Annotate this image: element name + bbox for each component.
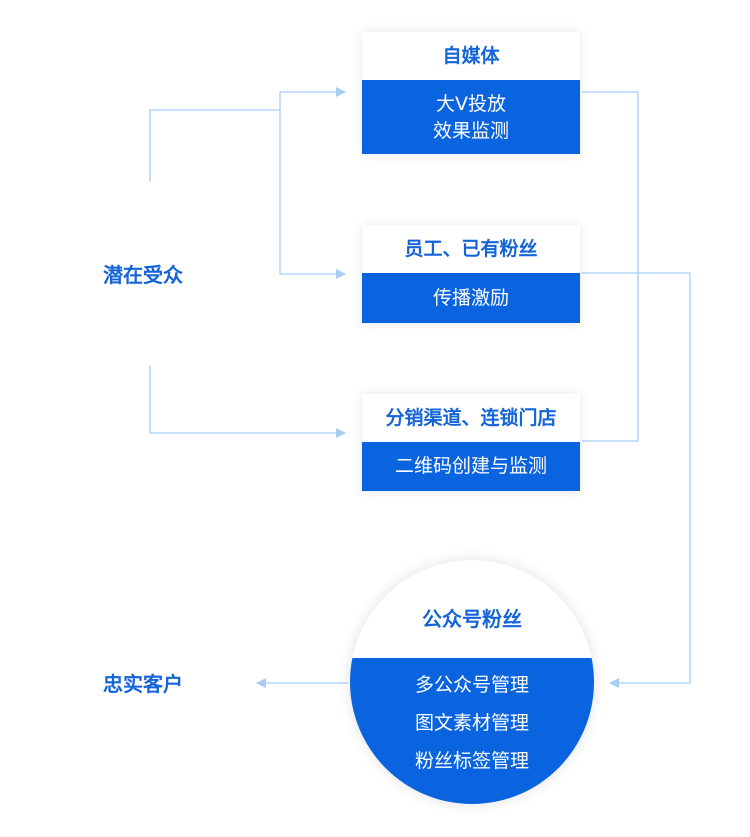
media-node: 自媒体 大V投放 效果监测 bbox=[362, 32, 580, 154]
loyal-customer-label: 忠实客户 bbox=[103, 672, 183, 696]
staff-node-line: 传播激励 bbox=[432, 287, 509, 309]
hub-line: 多公众号管理 bbox=[414, 674, 529, 696]
staff-node-title: 员工、已有粉丝 bbox=[362, 225, 580, 273]
staff-node: 员工、已有粉丝 传播激励 bbox=[362, 225, 580, 323]
channel-node-title: 分销渠道、连锁门店 bbox=[362, 394, 580, 442]
connector-media-to-hub bbox=[582, 91, 639, 442]
connector-staff-to-hub bbox=[582, 272, 691, 688]
wechat-followers-hub: 公众号粉丝 多公众号管理 图文素材管理 粉丝标签管理 bbox=[350, 560, 594, 804]
channel-node-line: 二维码创建与监测 bbox=[394, 455, 547, 477]
media-node-line: 效果监测 bbox=[432, 120, 509, 142]
connector-audience-to-media bbox=[149, 87, 346, 182]
staff-node-body: 传播激励 bbox=[362, 273, 580, 323]
media-node-title: 自媒体 bbox=[362, 32, 580, 80]
media-node-line: 大V投放 bbox=[436, 93, 506, 115]
hub-title: 公众号粉丝 bbox=[422, 607, 522, 631]
potential-audience-label: 潜在受众 bbox=[103, 263, 183, 287]
connector-audience-to-staff bbox=[279, 110, 346, 279]
channel-node-body: 二维码创建与监测 bbox=[362, 442, 580, 491]
hub-line: 粉丝标签管理 bbox=[414, 750, 529, 772]
hub-line: 图文素材管理 bbox=[414, 712, 529, 734]
channel-node: 分销渠道、连锁门店 二维码创建与监测 bbox=[362, 394, 580, 491]
media-node-body: 大V投放 效果监测 bbox=[362, 80, 580, 154]
connector-audience-to-channel bbox=[149, 366, 346, 438]
